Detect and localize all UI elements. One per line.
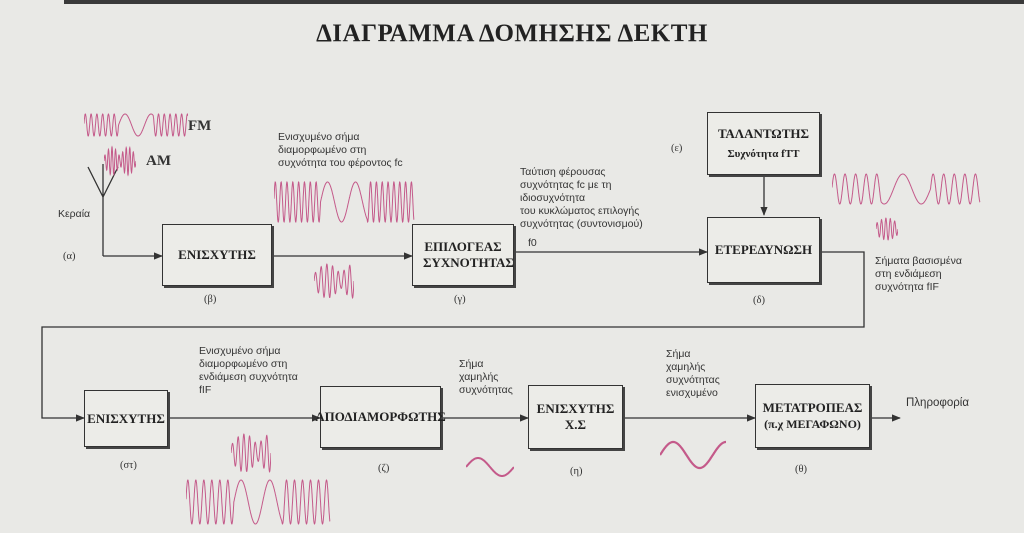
lf-amplifier-block[interactable]: ΕΝΙΣΧΥΤΗΣ Χ.Σ [528,385,623,449]
am-waveform [104,145,136,177]
low-frequency-note: Σήμα χαμηλής συχνότητας [459,358,513,396]
transducer-block[interactable]: ΜΕΤΑΤΡΟΠΕΑΣ (π.χ ΜΕΓΑΦΩΝΟ) [755,384,870,448]
tag-z: (ζ) [378,463,390,474]
amplified-if-waveform [186,479,331,525]
if-amplifier-block[interactable]: ΕΝΙΣΧΥΤΗΣ [84,390,168,447]
amplified-low-frequency-waveform [660,440,726,470]
oscillator-output-waveform [876,217,898,241]
am-label: AM [146,153,171,169]
tuning-note: Ταύτιση φέρουσας συχνότητας fc με τη ιδι… [520,166,643,230]
amplified-if-burst-waveform [231,433,271,473]
amplified-signal-note: Ενισχυμένο σήμα διαμορφωμένο στη συχνότη… [278,131,403,169]
antenna-label: Κεραία [58,208,91,220]
tag-b: (β) [204,294,217,305]
carrier-waveform [274,180,415,224]
fm-waveform [84,113,188,137]
low-frequency-waveform [466,457,514,477]
diagram-title: ΔΙΑΓΡΑΜΜΑ ΔΟΜΗΣΗΣ ΔΕΚΤΗ [316,20,708,47]
tag-g: (γ) [454,294,466,305]
tag-st: (στ) [120,460,137,471]
tag-e: (ε) [671,143,683,154]
antenna-symbol [87,164,119,198]
if-signals-note: Σήματα βασισμένα στη ενδιάμεση συχνότητα… [875,255,962,293]
frequency-selector-block[interactable]: ΕΠΙΛΟΓΕΑΣ ΣΥΧΝΟΤΗΤΑΣ [412,224,514,286]
if-waveform [832,173,981,205]
tag-d: (δ) [753,295,765,306]
amplified-low-frequency-note: Σήμα χαμηλής συχνότητας ενισχυμένο [666,348,720,399]
amplifier-block[interactable]: ΕΝΙΣΧΥΤΗΣ [162,224,272,286]
f0-label: f0 [528,237,537,249]
fm-label: FM [188,118,212,134]
demodulator-block[interactable]: ΑΠΟΔΙΑΜΟΡΦΩΤΗΣ [315,386,446,448]
amplified-if-note: Ενισχυμένο σήμα διαμορφωμένο στη ενδιάμε… [199,345,298,396]
tag-a: (α) [63,251,76,262]
heterodyne-block[interactable]: ΕΤΕΡΕΔΥΝΩΣΗ [707,217,820,283]
wire-mixer-to-amp2 [41,251,865,422]
selected-signal-waveform [314,263,354,300]
output-information-label: Πληροφορία [906,397,969,409]
tag-h: (η) [570,466,583,477]
oscillator-block[interactable]: ΤΑΛΑΝΤΩΤΗΣ Συχνότητα fΤΤ [707,112,820,175]
top-rule [64,0,1024,4]
tag-th: (θ) [795,464,808,475]
